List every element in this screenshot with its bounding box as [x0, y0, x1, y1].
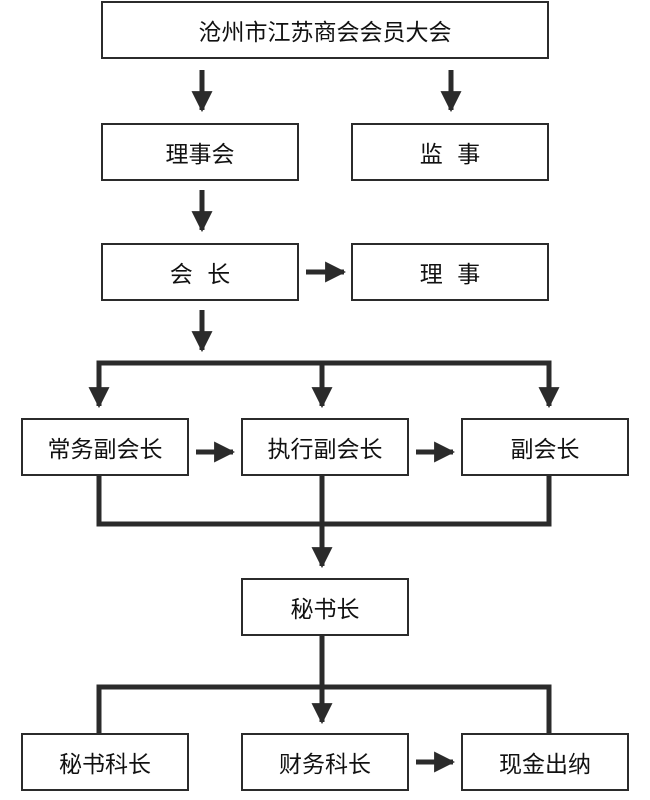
node-label: 副会长: [510, 437, 580, 463]
node-cashier: 现金出纳: [461, 733, 629, 791]
node-label: 理事会: [165, 142, 235, 168]
node-vice-president: 副会长: [461, 418, 629, 476]
node-secretary-section-chief: 秘书科长: [21, 733, 189, 791]
node-label: 执行副会长: [267, 437, 383, 463]
node-council: 理事会: [101, 123, 299, 181]
node-executive-vice-president: 常务副会长: [21, 418, 189, 476]
node-label: 会 长: [169, 262, 231, 288]
node-acting-vice-president: 执行副会长: [241, 418, 409, 476]
node-label: 常务副会长: [47, 437, 163, 463]
node-label: 现金出纳: [499, 752, 591, 778]
node-members-general-assembly: 沧州市江苏商会会员大会: [101, 1, 549, 59]
branch-bar-sections: [96, 684, 552, 733]
node-label: 沧州市江苏商会会员大会: [198, 20, 452, 46]
node-label: 财务科长: [279, 752, 371, 778]
node-label: 监 事: [419, 142, 481, 168]
node-president: 会 长: [101, 243, 299, 301]
node-label: 理 事: [419, 262, 481, 288]
node-label: 秘书科长: [59, 752, 151, 778]
node-secretary-general: 秘书长: [241, 578, 409, 636]
node-label: 秘书长: [290, 597, 360, 623]
node-finance-section-chief: 财务科长: [241, 733, 409, 791]
node-supervisor: 监 事: [351, 123, 549, 181]
node-director: 理 事: [351, 243, 549, 301]
